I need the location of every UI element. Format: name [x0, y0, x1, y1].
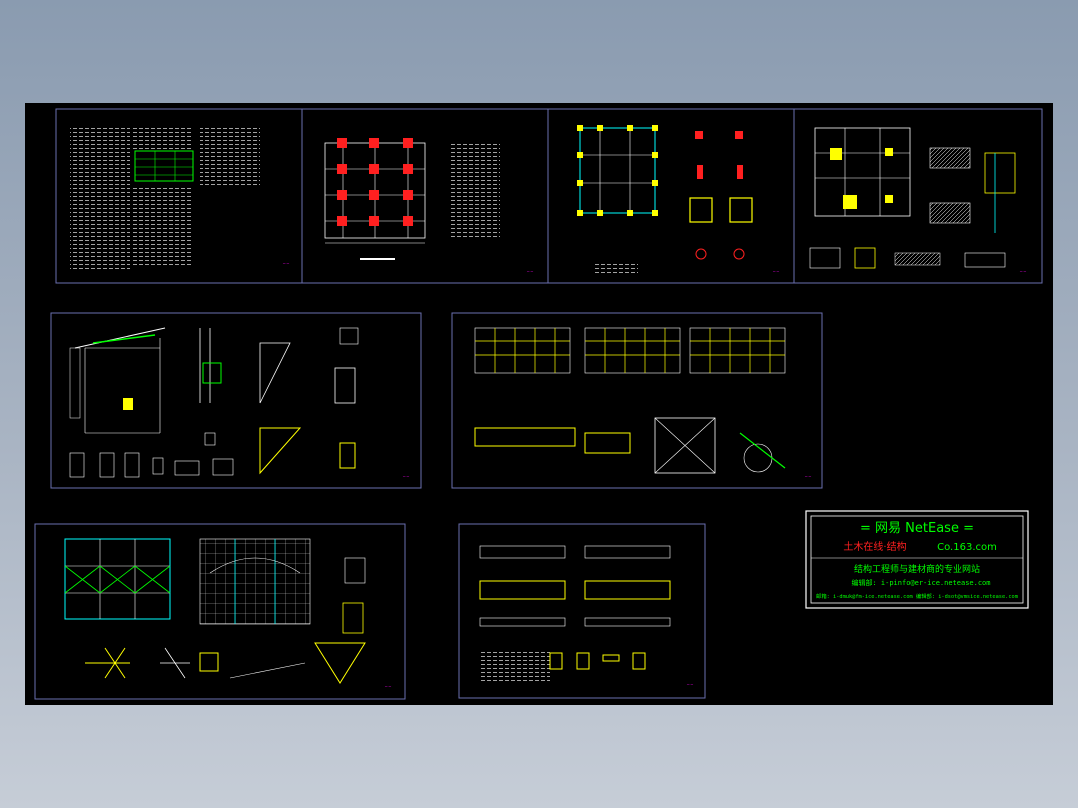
title-line-2-right: Co.163.com [937, 542, 997, 553]
svg-text:─ ─: ─ ─ [384, 684, 392, 689]
sheet-3-foundation-plan[interactable]: ─ ─ [547, 108, 795, 284]
sheet-7-roof-bracing[interactable]: ─ ─ [34, 523, 406, 700]
sheet-4-base-details[interactable]: ─ ─ [793, 108, 1043, 284]
svg-text:─ ─: ─ ─ [526, 269, 534, 274]
sheet-2-column-layout[interactable]: ─ ─ [301, 108, 549, 284]
svg-text:─ ─: ─ ─ [804, 474, 812, 479]
title-line-1: = 网易 NetEase = [860, 521, 974, 536]
title-line-4: 编辑部: i-pinfo@er-ice.netease.com [851, 578, 990, 587]
sheet-6-truss-sections[interactable]: ─ ─ [451, 312, 823, 489]
sheet-8-crane-beam[interactable]: ─ ─ [458, 523, 706, 699]
svg-text:─ ─: ─ ─ [402, 474, 410, 479]
title-line-5: 邮箱: i-dmuk@fm-ice.netease.com 编辑部: i-dso… [816, 592, 1018, 600]
cad-model-viewport[interactable]: ─ ─ ─ ─ [25, 103, 1053, 705]
sheet-5-frame-connections[interactable]: ─ ─ [50, 312, 422, 489]
title-line-3: 结构工程师与建材商的专业网站 [854, 563, 980, 575]
sheet-1-general-notes[interactable]: ─ ─ [55, 108, 303, 284]
svg-text:─ ─: ─ ─ [282, 261, 290, 266]
title-line-2-left: 土木在线·结构 [843, 540, 906, 553]
svg-text:─ ─: ─ ─ [686, 682, 694, 687]
svg-text:─ ─: ─ ─ [772, 269, 780, 274]
svg-text:─ ─: ─ ─ [1019, 269, 1027, 274]
netease-title-block: = 网易 NetEase = 土木在线·结构 Co.163.com 结构工程师与… [805, 510, 1029, 609]
